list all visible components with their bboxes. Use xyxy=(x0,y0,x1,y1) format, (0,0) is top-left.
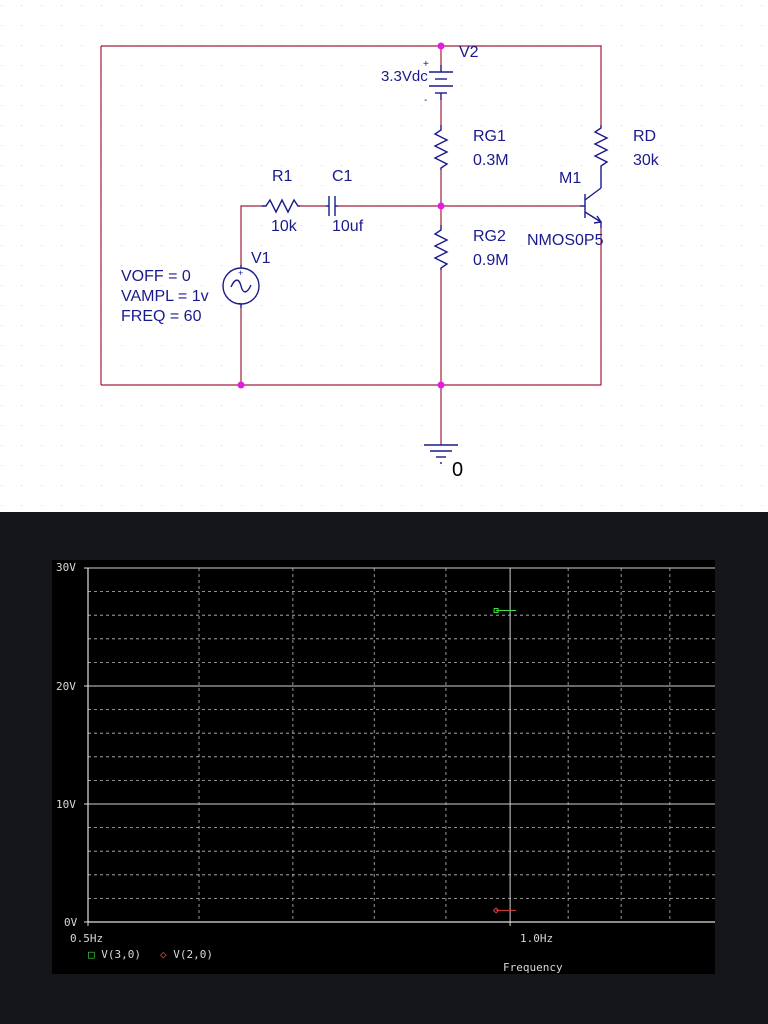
diamond-marker-icon: ◇ xyxy=(160,948,167,961)
v1-ac-source-symbol[interactable] xyxy=(222,265,260,308)
v2-value-label[interactable]: 3.3Vdc xyxy=(381,68,428,85)
v2-ref-label[interactable]: V2 xyxy=(459,44,479,61)
legend-label: V(3,0) xyxy=(101,948,141,961)
c1-capacitor-symbol[interactable] xyxy=(326,196,338,216)
y-tick-label: 20V xyxy=(56,680,76,693)
rg2-resistor-symbol[interactable] xyxy=(433,225,449,270)
r1-value-label[interactable]: 10k xyxy=(271,218,297,235)
v2-plus-sign: + xyxy=(423,59,429,70)
v1-ref-label[interactable]: V1 xyxy=(251,250,271,267)
plot-panel[interactable] xyxy=(52,560,715,974)
r1-ref-label[interactable]: R1 xyxy=(272,168,293,185)
junction-nodes xyxy=(237,42,445,389)
rd-value-label[interactable]: 30k xyxy=(633,152,659,169)
data-point-square[interactable] xyxy=(493,607,499,613)
data-point-diamond[interactable] xyxy=(492,907,500,914)
r1-resistor-symbol[interactable] xyxy=(262,198,300,214)
x-tick-label: 1.0Hz xyxy=(520,932,554,945)
square-marker-icon: □ xyxy=(88,948,95,961)
v1-plus-sign: + xyxy=(238,268,244,278)
m1-model-label[interactable]: NMOS0P5 xyxy=(527,232,604,249)
probe-window[interactable]: 30V 20V 10V 0V 0.5Hz 1.0Hz Frequency □ V… xyxy=(0,512,768,1024)
v1-minus-sign: - xyxy=(238,298,241,308)
c1-ref-label[interactable]: C1 xyxy=(332,168,353,185)
v1-vampl-label[interactable]: VAMPL = 1v xyxy=(121,288,209,305)
probe-plot[interactable] xyxy=(0,512,768,1024)
rg1-ref-label[interactable]: RG1 xyxy=(473,128,506,145)
wires xyxy=(100,45,602,445)
m1-transistor-symbol[interactable] xyxy=(580,168,603,228)
legend-label: V(2,0) xyxy=(173,948,213,961)
legend-item-v3[interactable]: □ V(3,0) xyxy=(88,948,141,961)
y-tick-label: 10V xyxy=(56,798,76,811)
v1-freq-label[interactable]: FREQ = 60 xyxy=(121,308,202,325)
parts xyxy=(222,65,609,464)
plot-grid xyxy=(84,567,715,926)
ground-symbol[interactable] xyxy=(424,444,458,464)
rd-ref-label[interactable]: RD xyxy=(633,128,657,145)
rg2-value-label[interactable]: 0.9M xyxy=(473,252,509,269)
rg1-value-label[interactable]: 0.3M xyxy=(473,152,509,169)
c1-value-label[interactable]: 10uf xyxy=(332,218,364,235)
y-tick-label: 30V xyxy=(56,561,76,574)
rg2-ref-label[interactable]: RG2 xyxy=(473,228,506,245)
rg1-resistor-symbol[interactable] xyxy=(433,125,449,170)
schematic-canvas[interactable]: V2 3.3Vdc + - RG1 0.3M RG2 0.9M RD 30k M… xyxy=(0,0,768,512)
v1-voff-label[interactable]: VOFF = 0 xyxy=(121,268,191,285)
grid-dots xyxy=(0,0,768,512)
ground-node-label[interactable]: 0 xyxy=(452,459,464,481)
legend-item-v2[interactable]: ◇ V(2,0) xyxy=(160,948,213,961)
v2-battery-symbol[interactable] xyxy=(429,65,453,100)
m1-ref-label[interactable]: M1 xyxy=(559,170,582,187)
schematic-drawing xyxy=(0,0,768,512)
x-axis-label: Frequency xyxy=(503,961,563,974)
plot-marks xyxy=(492,607,517,914)
v2-minus-sign: - xyxy=(424,95,428,106)
y-tick-label: 0V xyxy=(64,916,78,929)
x-tick-label: 0.5Hz xyxy=(70,932,104,945)
rd-resistor-symbol[interactable] xyxy=(593,125,609,168)
